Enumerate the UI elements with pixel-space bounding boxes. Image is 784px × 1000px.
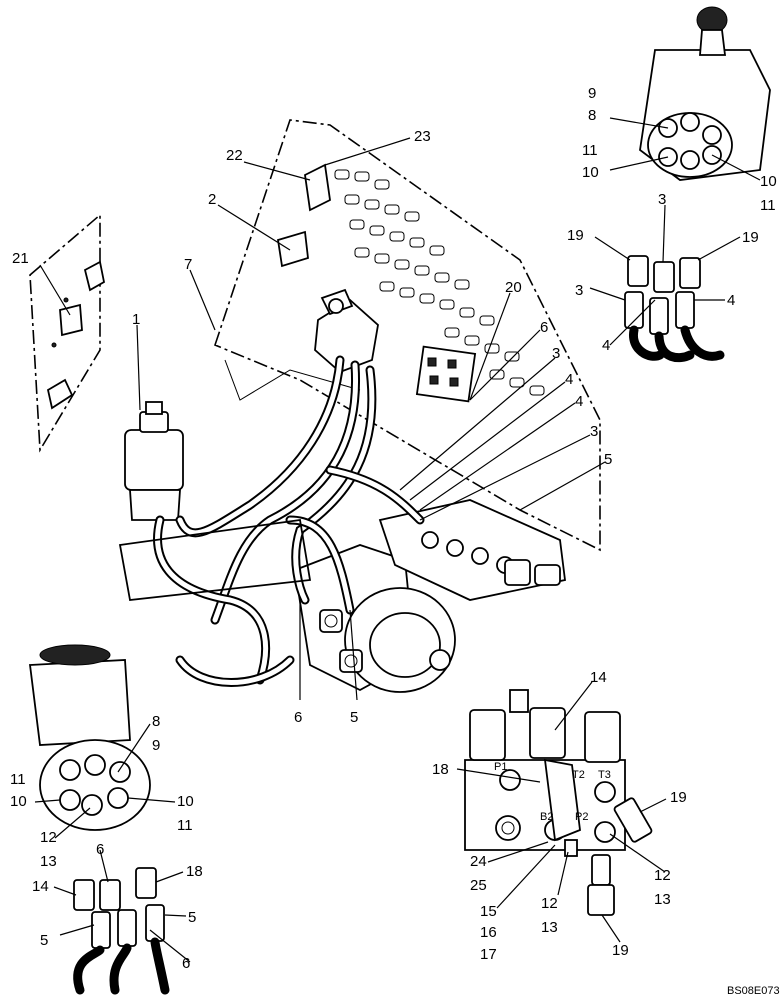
callout-4a: 4 [565, 371, 573, 388]
callout-br-25: 25 [470, 877, 487, 894]
callout-tr-10b: 10 [760, 173, 777, 190]
callout-6b: 6 [294, 709, 302, 726]
callout-br-14: 14 [590, 669, 607, 686]
detail-hoses-bottom [73, 867, 170, 995]
callout-br-12b: 12 [654, 867, 671, 884]
callout-21: 21 [12, 250, 29, 267]
detail-valve-block [464, 689, 653, 916]
callout-1: 1 [132, 311, 140, 328]
callout-7: 7 [184, 256, 192, 273]
callout-tr-4b: 4 [602, 337, 610, 354]
pump-assembly [124, 401, 184, 521]
callout-bl-9: 9 [152, 737, 160, 754]
callout-23: 23 [414, 128, 431, 145]
callout-bl-11b: 11 [177, 817, 193, 834]
callout-labels: 1 2 3 3 4 4 5 5 6 6 7 20 21 22 23 9 8 11… [10, 85, 777, 972]
callout-6a: 6 [540, 319, 548, 336]
callout-tr-10a: 10 [582, 164, 599, 181]
callout-tr-4a: 4 [727, 292, 735, 309]
callout-bl-10a: 10 [10, 793, 27, 810]
port-t2: T2 [572, 769, 585, 781]
callout-bl-18: 18 [186, 863, 203, 880]
detail-joystick-top [639, 6, 771, 181]
callout-bl-12: 12 [40, 829, 57, 846]
callout-br-13b: 13 [654, 891, 671, 908]
callout-bl-14: 14 [32, 878, 49, 895]
callout-br-13a: 13 [541, 919, 558, 936]
callout-br-24: 24 [470, 853, 487, 870]
callout-br-19a: 19 [670, 789, 687, 806]
port-p2: P2 [575, 811, 588, 823]
detail-joystick-bottom [28, 644, 151, 831]
callout-20: 20 [505, 279, 522, 296]
callout-2: 2 [208, 191, 216, 208]
callout-tr-19a: 19 [567, 227, 584, 244]
callout-bl-11a: 11 [10, 771, 26, 788]
control-valve [378, 499, 566, 601]
callout-br-15: 15 [480, 903, 497, 920]
callout-4b: 4 [575, 393, 583, 410]
callout-5a: 5 [604, 451, 612, 468]
callout-br-19b: 19 [612, 942, 629, 959]
callout-3a: 3 [552, 345, 560, 362]
callout-bl-6a: 6 [96, 841, 104, 858]
callout-bl-5a: 5 [40, 932, 48, 949]
callout-tr-9: 9 [588, 85, 596, 102]
hydrostatic-pump [293, 544, 456, 693]
callout-5b: 5 [350, 709, 358, 726]
callout-br-17: 17 [480, 946, 497, 963]
port-t3: T3 [598, 769, 611, 781]
callout-tr-8: 8 [588, 107, 596, 124]
callout-br-18: 18 [432, 761, 449, 778]
callout-bl-10b: 10 [177, 793, 194, 810]
callout-bl-13: 13 [40, 853, 57, 870]
callout-tr-11b: 11 [760, 197, 776, 214]
callout-tr-19b: 19 [742, 229, 759, 246]
callout-22: 22 [226, 147, 243, 164]
callout-br-16: 16 [480, 924, 497, 941]
port-labels: T2 T3 P1 B2 P2 [494, 761, 611, 823]
callout-3b: 3 [590, 423, 598, 440]
detail-hoses-top [624, 255, 725, 363]
drawing-code: BS08E073 [727, 985, 780, 997]
callout-bl-5b: 5 [188, 909, 196, 926]
leader-lines [34, 117, 761, 963]
side-panel [29, 213, 106, 453]
callout-br-12a: 12 [541, 895, 558, 912]
main-hoses [118, 355, 425, 687]
callout-tr-3a: 3 [658, 191, 666, 208]
port-b2: B2 [540, 811, 553, 823]
callout-bl-8: 8 [152, 713, 160, 730]
callout-tr-11a: 11 [582, 142, 598, 159]
callout-tr-3b: 3 [575, 282, 583, 299]
callout-bl-6b: 6 [182, 955, 190, 972]
main-joystick [314, 288, 379, 374]
port-p1: P1 [494, 761, 507, 773]
